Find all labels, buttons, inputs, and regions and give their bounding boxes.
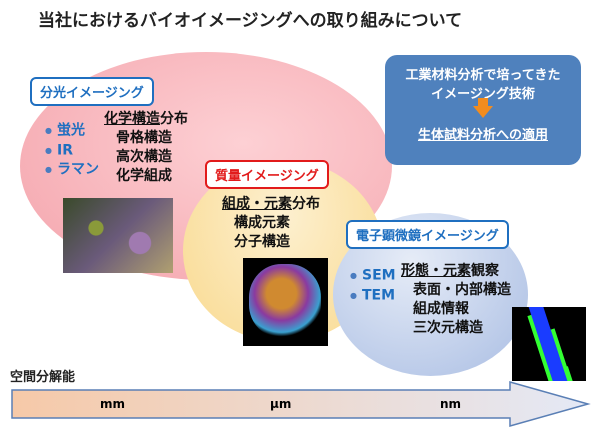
feature-heading-rest: 分布 xyxy=(160,111,188,127)
raman-image xyxy=(63,198,173,273)
spectral-methods: 蛍光 IR ラマン xyxy=(45,121,99,180)
industrial-line2: イメージング技術 xyxy=(431,87,535,102)
mass-imaging-label: 質量イメージング xyxy=(205,160,329,189)
em-3d-image xyxy=(512,307,586,381)
industrial-result: 生体試料分析への適用 xyxy=(417,128,548,143)
feature-item: 表面・内部構造 xyxy=(413,282,511,298)
method-fluorescence: 蛍光 xyxy=(45,121,99,141)
feature-heading-underlined: 組成・元素 xyxy=(222,196,292,212)
mass-features: 組成・元素分布 構成元素 分子構造 xyxy=(222,195,320,252)
feature-heading-rest: 分布 xyxy=(292,196,320,212)
feature-item: 分子構造 xyxy=(234,234,290,250)
mass-spec-brain-image xyxy=(243,258,328,346)
feature-heading-rest: 観察 xyxy=(471,263,499,279)
resolution-label: 空間分解能 xyxy=(10,370,76,385)
industrial-line1: 工業材料分析で培ってきた xyxy=(405,68,561,83)
method-tem: TEM xyxy=(350,286,396,306)
method-raman: ラマン xyxy=(45,160,99,180)
down-arrow-icon xyxy=(473,98,493,118)
feature-item: 組成情報 xyxy=(413,301,469,317)
feature-item: 三次元構造 xyxy=(413,320,483,336)
scale-nm: nm xyxy=(440,397,462,411)
page-title: 当社におけるバイオイメージングへの取り組みについて xyxy=(38,11,463,31)
em-methods: SEM TEM xyxy=(350,266,396,305)
feature-item: 高次構造 xyxy=(116,149,172,165)
method-ir: IR xyxy=(45,141,99,161)
feature-item: 化学組成 xyxy=(116,168,172,184)
feature-item: 骨格構造 xyxy=(116,130,172,146)
em-imaging-label: 電子顕微鏡イメージング xyxy=(346,220,509,249)
scale-um: μm xyxy=(270,397,292,411)
arrow-shape xyxy=(11,381,591,427)
method-sem: SEM xyxy=(350,266,396,286)
spectral-features: 化学構造分布 骨格構造 高次構造 化学組成 xyxy=(104,110,188,186)
spectral-imaging-label: 分光イメージング xyxy=(30,77,154,106)
feature-heading-underlined: 化学構造 xyxy=(104,111,160,127)
scale-mm: mm xyxy=(100,397,126,411)
feature-heading-underlined: 形態・元素 xyxy=(401,263,471,279)
em-features: 形態・元素観察 表面・内部構造 組成情報 三次元構造 xyxy=(401,262,511,338)
resolution-arrow xyxy=(11,381,591,427)
feature-item: 構成元素 xyxy=(234,215,290,231)
industrial-tech-box: 工業材料分析で培ってきた イメージング技術 生体試料分析への適用 xyxy=(385,55,581,165)
